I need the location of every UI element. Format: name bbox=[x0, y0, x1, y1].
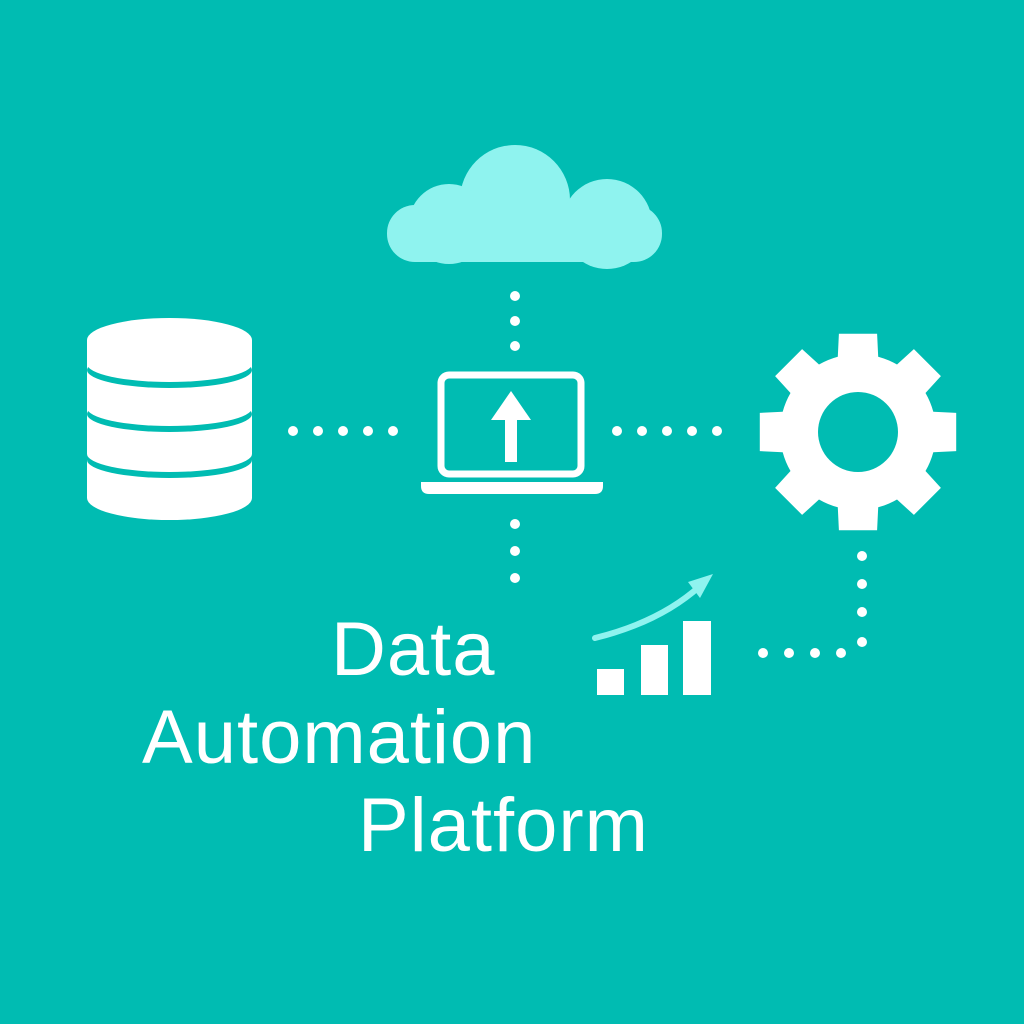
upload-arrow-icon bbox=[491, 391, 531, 462]
connector-laptop-gear bbox=[612, 426, 722, 436]
growth-chart-icon bbox=[592, 574, 713, 695]
title-line-data: Data bbox=[331, 607, 496, 692]
connector-gear-chart bbox=[758, 551, 867, 658]
laptop-upload-icon bbox=[421, 371, 603, 494]
title-line-automation: Automation bbox=[142, 695, 537, 780]
dotted-connectors bbox=[288, 291, 867, 658]
connector-database-laptop bbox=[288, 426, 398, 436]
connector-laptop-title bbox=[510, 519, 520, 583]
database-icon bbox=[87, 318, 252, 520]
cloud-icon bbox=[387, 145, 662, 269]
title-line-platform: Platform bbox=[358, 783, 649, 868]
gear-hole bbox=[818, 392, 898, 472]
connector-cloud-laptop bbox=[510, 291, 520, 351]
gear-icon bbox=[759, 333, 957, 531]
